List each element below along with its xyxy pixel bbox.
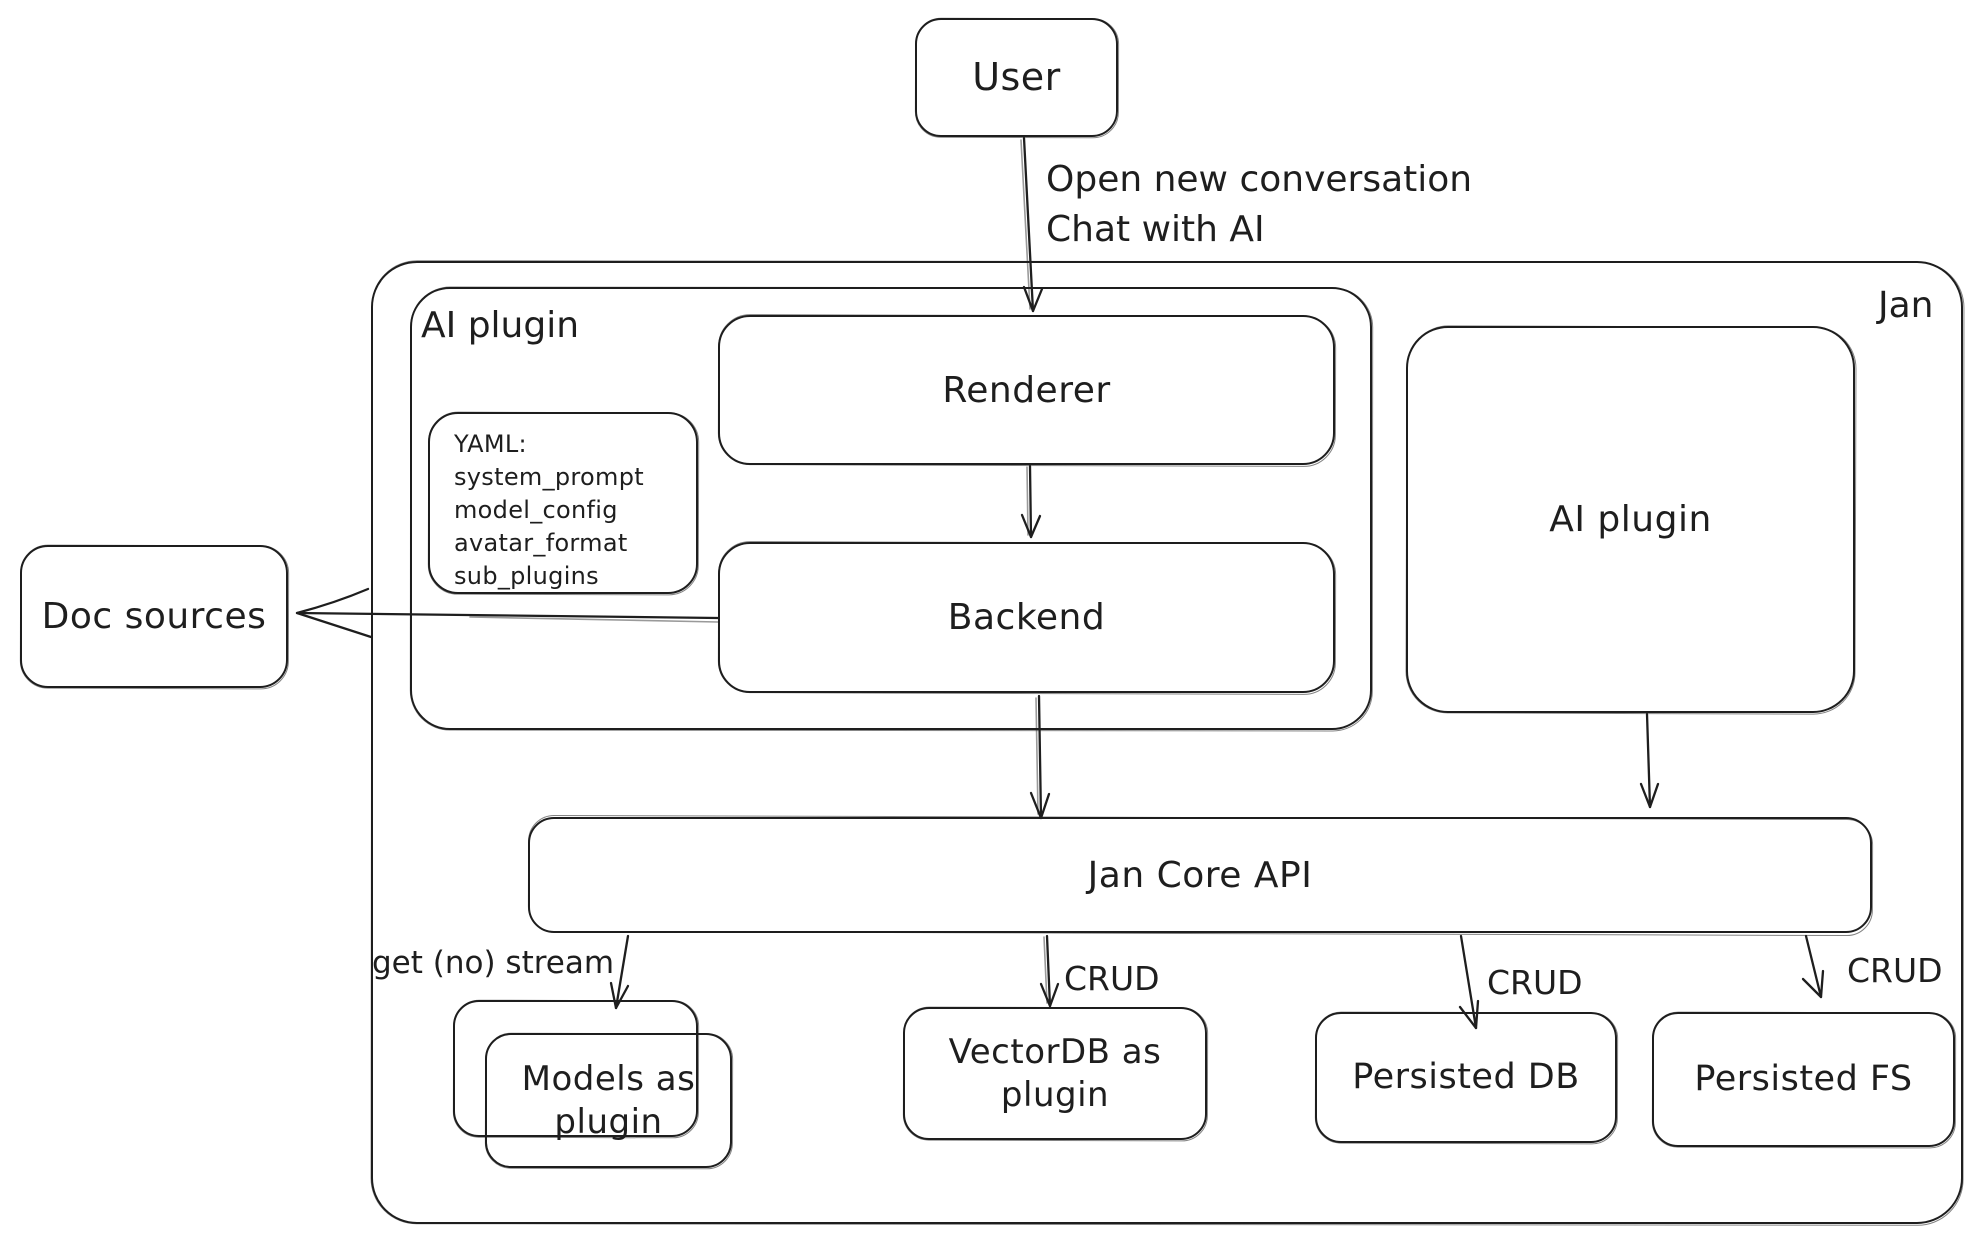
persisted-db-box: Persisted DB	[1315, 1012, 1617, 1143]
renderer-label: Renderer	[942, 369, 1111, 411]
renderer-box: Renderer	[718, 315, 1335, 465]
jan-core-api-label: Jan Core API	[1087, 854, 1313, 896]
ai-plugin-group-label: AI plugin	[421, 305, 580, 346]
models-plugin-label: Models as plugin	[521, 1059, 696, 1142]
yaml-note-line: sub_plugins	[454, 562, 599, 590]
yaml-note-line: YAML:	[454, 430, 527, 458]
vectordb-plugin-label: VectorDB as plugin	[948, 1032, 1162, 1115]
ai-plugin-box: AI plugin	[1406, 326, 1855, 713]
persisted-fs-label: Persisted FS	[1694, 1058, 1913, 1099]
yaml-note-line: model_config	[454, 496, 618, 524]
jan-core-api-box: Jan Core API	[528, 817, 1872, 933]
models-plugin-box: Models as plugin	[485, 1033, 732, 1168]
user-label: User	[972, 54, 1061, 99]
persisted-fs-box: Persisted FS	[1652, 1012, 1955, 1147]
yaml-note-line: system_prompt	[454, 463, 644, 491]
persisted-db-label: Persisted DB	[1352, 1056, 1580, 1097]
doc-sources-label: Doc sources	[41, 596, 267, 637]
user-box: User	[915, 18, 1118, 137]
backend-label: Backend	[947, 597, 1106, 638]
doc-sources-box: Doc sources	[20, 545, 288, 688]
ai-plugin-box-label: AI plugin	[1549, 499, 1712, 540]
vectordb-plugin-box: VectorDB as plugin	[903, 1007, 1207, 1140]
edge-label-crud-persisted-db: CRUD	[1487, 963, 1583, 1002]
edge-label-get-no-stream: get (no) stream	[372, 945, 615, 981]
edge-label-user-flow-line2: Chat with AI	[1046, 209, 1265, 250]
jan-container	[371, 261, 1963, 1224]
yaml-note-line: avatar_format	[454, 529, 628, 557]
jan-label: Jan	[1878, 285, 1934, 326]
edge-label-user-flow-line1: Open new conversation	[1046, 159, 1473, 200]
edge-label-user-flow: Open new conversation Chat with AI	[1046, 155, 1472, 255]
backend-box: Backend	[718, 542, 1335, 693]
edge-label-crud-persisted-fs: CRUD	[1847, 951, 1943, 990]
edge-label-crud-vectordb: CRUD	[1064, 959, 1160, 998]
yaml-note-text: YAML: system_prompt model_config avatar_…	[454, 428, 644, 593]
ai-plugin-group	[410, 287, 1372, 730]
yaml-note: YAML: system_prompt model_config avatar_…	[428, 412, 698, 594]
